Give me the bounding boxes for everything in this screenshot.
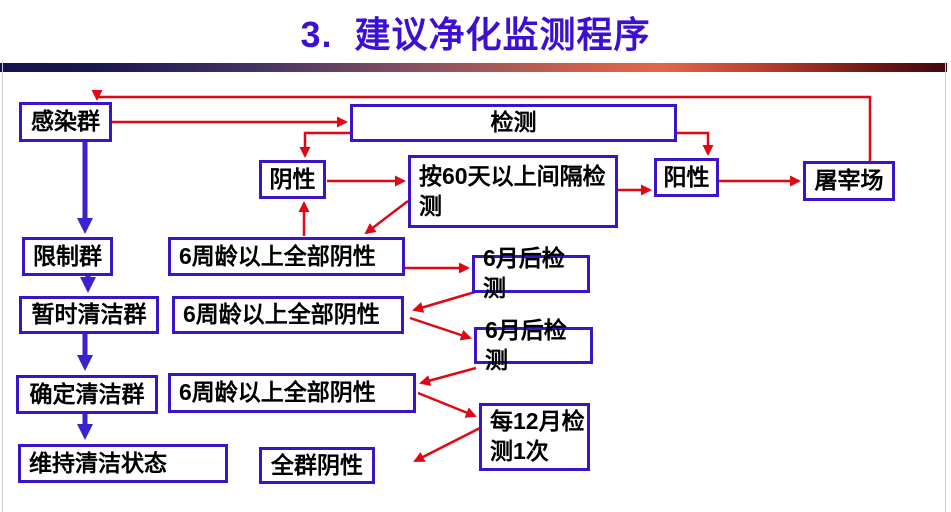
- node-all-negative-6wk-3: 6周龄以上全部阴性: [168, 373, 416, 413]
- arrow-interval-test-to-all-negative-1: [364, 200, 409, 235]
- slide-title: 3. 建议净化监测程序: [300, 14, 651, 55]
- node-testing: 检测: [350, 104, 677, 142]
- arrow-all-negative-2-to-6mo-test-2: [409, 316, 472, 341]
- node-whole-herd-negative: 全群阴性: [259, 447, 375, 484]
- node-negative-label: 阴性: [269, 165, 316, 192]
- node-all-negative-6wk-2-label: 6周龄以上全部阴性: [183, 301, 380, 328]
- node-slaughterhouse: 屠宰场: [803, 161, 895, 201]
- node-test-every-12mo: 每12月检测1次: [479, 403, 590, 471]
- title-divider-bar: [0, 63, 947, 72]
- node-confirmed-clean-herd: 确定清洁群: [16, 375, 158, 414]
- node-test-after-6mo-2-label: 6月后检测: [485, 316, 567, 373]
- node-all-negative-6wk-2: 6周龄以上全部阴性: [172, 296, 404, 334]
- node-whole-herd-negative-label: 全群阴性: [271, 451, 363, 478]
- arrow-testing-to-positive: [677, 131, 714, 156]
- arrow-all-negative-3-to-12mo-test: [417, 391, 477, 418]
- node-test-after-6mo-1: 6月后检测: [472, 245, 590, 301]
- node-all-negative-6wk-3-label: 6周龄以上全部阴性: [179, 379, 376, 406]
- node-negative: 阴性: [259, 160, 326, 199]
- node-test-every-12mo-label: 每12月检测1次: [490, 408, 585, 464]
- node-restricted-herd: 限制群: [22, 237, 113, 276]
- node-confirmed-clean-herd-label: 确定清洁群: [29, 380, 145, 407]
- node-interval-test-label: 按60天以上间隔检测: [419, 162, 606, 219]
- node-interval-test: 按60天以上间隔检测: [408, 155, 618, 228]
- node-maintain-clean-state-label: 维持清洁状态: [29, 449, 167, 476]
- node-infected-herd-label: 感染群: [31, 108, 100, 135]
- arrow-12mo-test-to-whole-herd-negative: [413, 426, 481, 463]
- arrow-testing-to-negative: [299, 131, 352, 158]
- node-positive: 阳性: [654, 158, 719, 197]
- node-positive-label: 阳性: [663, 163, 710, 190]
- node-test-after-6mo-1-label: 6月后检测: [483, 245, 565, 301]
- arrow-6mo-test-1-to-all-negative-2: [412, 290, 476, 313]
- node-all-negative-6wk-1-label: 6周龄以上全部阴性: [179, 242, 376, 269]
- slide-right-border: [945, 62, 946, 512]
- node-all-negative-6wk-1: 6周龄以上全部阴性: [168, 237, 405, 276]
- node-test-after-6mo-2: 6月后检测: [474, 317, 593, 373]
- node-temp-clean-herd: 暂时清洁群: [19, 296, 159, 334]
- node-slaughterhouse-label: 屠宰场: [814, 167, 884, 194]
- node-restricted-herd-label: 限制群: [33, 242, 102, 269]
- node-temp-clean-herd-label: 暂时清洁群: [31, 301, 147, 328]
- arrow-6mo-test-2-to-all-negative-3: [419, 366, 477, 386]
- node-testing-label: 检测: [490, 109, 537, 136]
- slide-left-border: [2, 62, 3, 512]
- node-maintain-clean-state: 维持清洁状态: [18, 444, 228, 483]
- node-infected-herd: 感染群: [19, 102, 112, 142]
